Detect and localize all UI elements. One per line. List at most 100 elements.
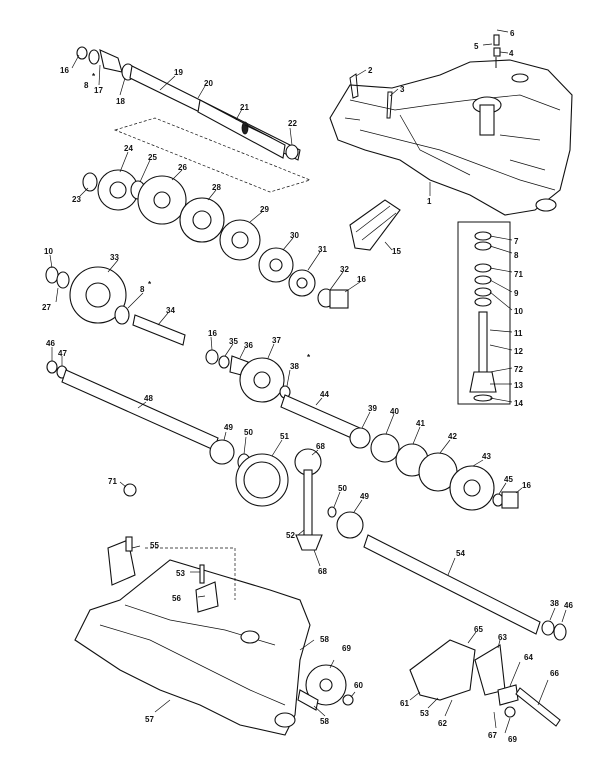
disc-69-group bbox=[297, 664, 354, 711]
label-40: 40 bbox=[390, 407, 399, 416]
label-12: 12 bbox=[514, 347, 523, 356]
label-55: 55 bbox=[150, 541, 159, 550]
label-10-stack: 10 bbox=[514, 307, 523, 316]
label-53: 53 bbox=[176, 569, 185, 578]
gear-row-upper bbox=[82, 169, 349, 309]
label-46: 46 bbox=[46, 339, 55, 348]
label-49: 49 bbox=[224, 423, 233, 432]
label-35: 35 bbox=[229, 337, 238, 346]
label-10-left: 10 bbox=[44, 247, 53, 256]
label-26: 26 bbox=[178, 163, 187, 172]
label-67: 67 bbox=[488, 731, 497, 740]
label-4: 4 bbox=[509, 49, 514, 58]
label-60: 60 bbox=[354, 681, 363, 690]
label-43: 43 bbox=[482, 452, 491, 461]
label-31: 31 bbox=[318, 245, 327, 254]
label-69-b: 69 bbox=[508, 735, 517, 744]
shaft-44 bbox=[280, 394, 519, 511]
label-8-mid: 8 bbox=[140, 285, 145, 294]
lower-housing bbox=[74, 536, 311, 736]
label-16-b: 16 bbox=[357, 275, 366, 284]
label-6: 6 bbox=[510, 29, 515, 38]
label-22: 22 bbox=[288, 119, 297, 128]
label-8-top: 8 bbox=[84, 81, 89, 90]
label-63: 63 bbox=[498, 633, 507, 642]
label-62: 62 bbox=[438, 719, 447, 728]
gear-51-bevel-68 bbox=[235, 448, 364, 551]
label-68-bottom: 68 bbox=[318, 567, 327, 576]
label-30: 30 bbox=[290, 231, 299, 240]
label-64: 64 bbox=[524, 653, 533, 662]
drive-chain bbox=[349, 199, 401, 251]
label-56: 56 bbox=[172, 594, 181, 603]
label-44: 44 bbox=[320, 390, 329, 399]
gear-33-assembly bbox=[45, 266, 186, 346]
label-5: 5 bbox=[474, 42, 479, 51]
label-2: 2 bbox=[368, 66, 373, 75]
label-32: 32 bbox=[340, 265, 349, 274]
axle-54 bbox=[363, 534, 567, 641]
label-49-b: 49 bbox=[360, 492, 369, 501]
gear-37-group bbox=[205, 349, 291, 403]
label-50: 50 bbox=[244, 428, 253, 437]
label-54: 54 bbox=[456, 549, 465, 558]
asterisk-mid: * bbox=[148, 280, 152, 289]
label-21: 21 bbox=[240, 103, 249, 112]
label-17: 17 bbox=[94, 86, 103, 95]
label-27: 27 bbox=[42, 303, 51, 312]
label-58-b: 58 bbox=[320, 717, 329, 726]
label-3: 3 bbox=[400, 85, 405, 94]
label-7: 7 bbox=[514, 237, 519, 246]
label-11: 11 bbox=[514, 329, 523, 338]
label-71: 71 bbox=[108, 477, 117, 486]
label-58: 58 bbox=[320, 635, 329, 644]
label-71-stack: 71 bbox=[514, 270, 523, 279]
label-23: 23 bbox=[72, 195, 81, 204]
label-28: 28 bbox=[212, 183, 221, 192]
label-16-top: 16 bbox=[60, 66, 69, 75]
upper-housing bbox=[329, 59, 573, 216]
nut-71 bbox=[123, 483, 137, 497]
part-labels: 6 5 4 2 3 1 7 8 71 9 10 11 12 72 13 14 1… bbox=[42, 29, 573, 744]
label-19: 19 bbox=[174, 68, 183, 77]
label-33: 33 bbox=[110, 253, 119, 262]
pins-top-right bbox=[349, 34, 501, 119]
label-34: 34 bbox=[166, 306, 175, 315]
leader-lines bbox=[49, 29, 567, 734]
label-16-d: 16 bbox=[522, 481, 531, 490]
label-18: 18 bbox=[116, 97, 125, 106]
asterisk-top: * bbox=[92, 72, 96, 81]
label-72: 72 bbox=[514, 365, 523, 374]
label-53-b: 53 bbox=[420, 709, 429, 718]
label-20: 20 bbox=[204, 79, 213, 88]
asterisk-38: * bbox=[307, 353, 311, 362]
label-15: 15 bbox=[392, 247, 401, 256]
label-24: 24 bbox=[124, 144, 133, 153]
label-48: 48 bbox=[144, 394, 153, 403]
shaft-48 bbox=[46, 360, 251, 471]
label-68-top: 68 bbox=[316, 442, 325, 451]
label-38-b: 38 bbox=[550, 599, 559, 608]
label-41: 41 bbox=[416, 419, 425, 428]
label-52: 52 bbox=[286, 531, 295, 540]
label-8: 8 bbox=[514, 251, 519, 260]
vertical-shaft-stack bbox=[457, 221, 511, 405]
label-65: 65 bbox=[474, 625, 483, 634]
label-57: 57 bbox=[145, 715, 154, 724]
label-69: 69 bbox=[342, 644, 351, 653]
label-14: 14 bbox=[514, 399, 523, 408]
label-46-b: 46 bbox=[564, 601, 573, 610]
label-9: 9 bbox=[514, 289, 519, 298]
label-66: 66 bbox=[550, 669, 559, 678]
label-45: 45 bbox=[504, 475, 513, 484]
label-51: 51 bbox=[280, 432, 289, 441]
label-37: 37 bbox=[272, 336, 281, 345]
label-1: 1 bbox=[427, 197, 432, 206]
label-50-b: 50 bbox=[338, 484, 347, 493]
label-38: 38 bbox=[290, 362, 299, 371]
label-13: 13 bbox=[514, 381, 523, 390]
label-25: 25 bbox=[148, 153, 157, 162]
label-36: 36 bbox=[244, 341, 253, 350]
